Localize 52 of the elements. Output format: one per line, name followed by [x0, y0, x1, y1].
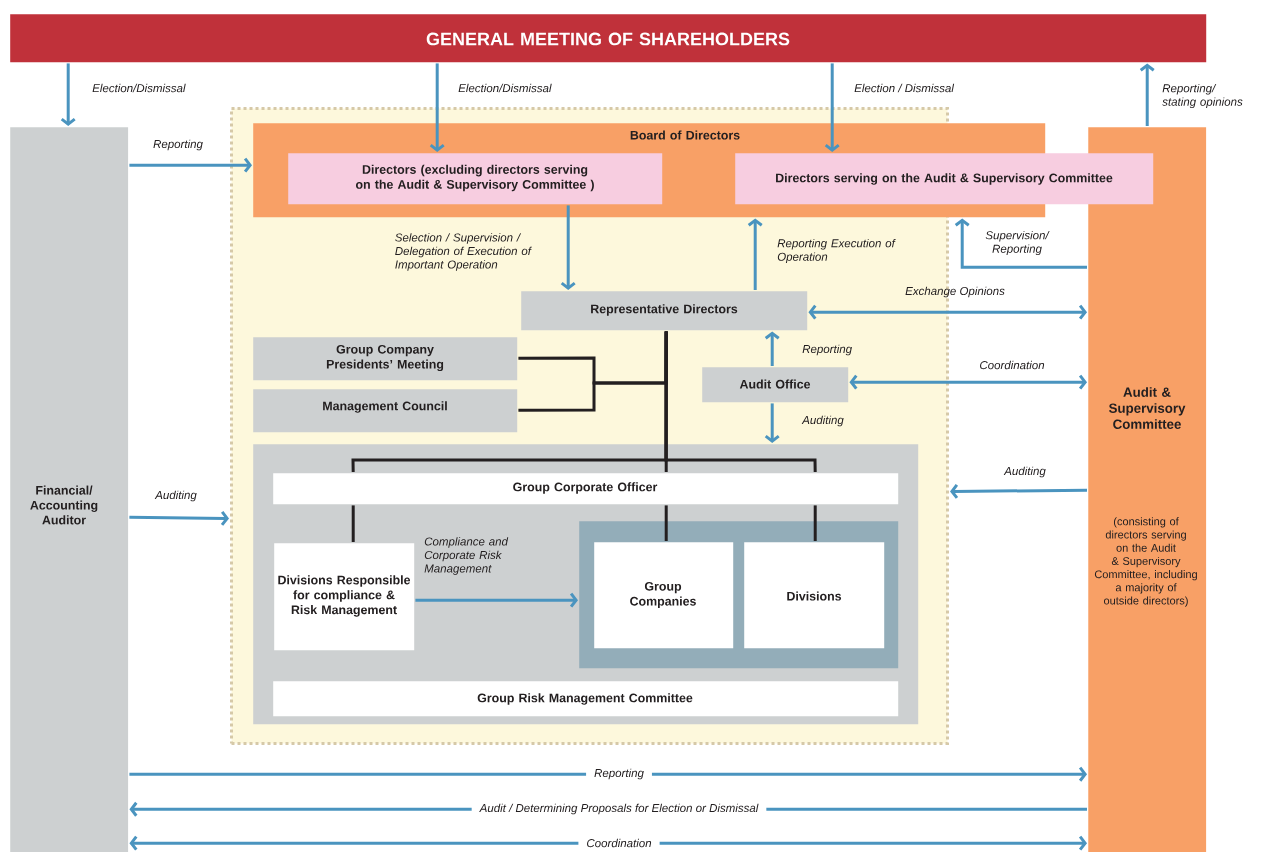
edge-label: Election/Dismissal [458, 83, 552, 93]
arrow [129, 157, 252, 173]
arrow [747, 218, 763, 290]
connector-line [813, 505, 817, 541]
arrow [950, 484, 1088, 499]
org-box: Group Corporate Officer [273, 473, 899, 505]
org-box: Group Company Presidents’ Meeting [253, 337, 518, 381]
arrow [560, 205, 576, 290]
header-bar: GENERAL MEETING OF SHAREHOLDERS [10, 14, 1207, 63]
arrow [429, 63, 445, 152]
directors-box: Directors serving on the Audit & Supervisory Committee [735, 153, 1154, 205]
connector-line [351, 505, 355, 542]
arrow [129, 835, 1087, 851]
edge-label: Reporting [153, 139, 203, 151]
org-box: Group Risk Management Committee [273, 681, 899, 717]
connector-line [664, 331, 817, 473]
edge-label: Reporting [586, 766, 652, 782]
org-box: Audit Office [702, 367, 849, 403]
connector-line [664, 505, 668, 541]
arrow [808, 304, 1087, 320]
edge-label: Coordination [980, 360, 1045, 370]
edge-label: Supervision/ Reporting [985, 230, 1050, 256]
edge-label: Auditing [801, 415, 844, 427]
edge-label: Reporting [802, 344, 852, 356]
arrow [60, 63, 76, 126]
edge-label: Audit / Determining Proposals for Election or Dismissal [471, 801, 767, 817]
auditor-column: Financial/ Accounting Auditor [10, 127, 129, 852]
edge-label: Compliance and Corporate Risk Management [424, 537, 509, 575]
edge-label: Election / Dismissal [854, 83, 955, 93]
edge-label: Reporting Execution of Operation [777, 238, 896, 264]
edge-label: Auditing [154, 490, 197, 502]
org-box: Group Companies [594, 542, 734, 649]
directors-box: Directors (excluding directors serving on the Audit & Supervisory Committee ) [288, 153, 663, 205]
arrow [764, 403, 780, 443]
arrow [764, 331, 780, 366]
arrow [415, 592, 578, 608]
org-box: Divisions [744, 542, 885, 649]
org-box: Management Council [253, 389, 518, 433]
edge-label: Selection / Supervision / Delegation of Execution of Important Operation [395, 233, 532, 271]
arrow [1139, 63, 1155, 126]
arrow [954, 218, 1087, 269]
org-box: Representative Directors [521, 291, 808, 331]
edge-label: Exchange Opinions [905, 286, 1005, 298]
arrow [129, 511, 229, 526]
edge-label: Election/Dismissal [92, 83, 186, 93]
org-box: Divisions Responsible for compliance & Risk Management [274, 543, 415, 651]
arrow [129, 766, 1087, 782]
edge-label: Coordination [578, 836, 660, 850]
arrow [824, 63, 840, 152]
edge-label: Auditing [1003, 466, 1046, 478]
arrow [849, 374, 1087, 390]
edge-label: Reporting/ stating opinions [1162, 83, 1243, 109]
